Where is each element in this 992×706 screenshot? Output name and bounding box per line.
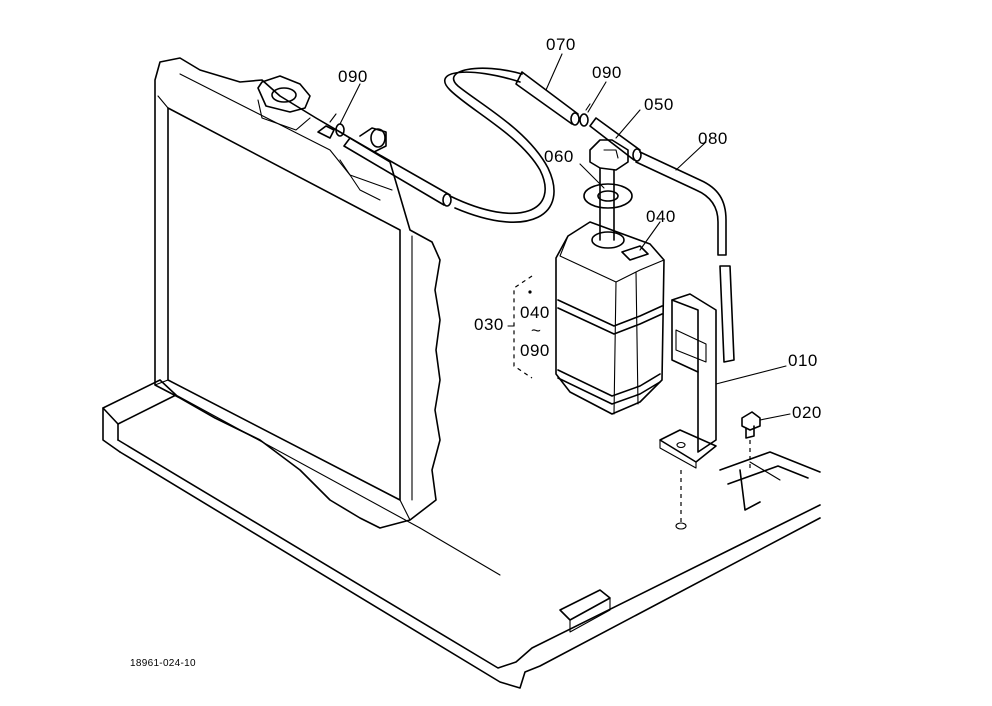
drawing-code: 18961-024-10 [130,658,196,669]
base-frame [102,379,821,689]
callout-080: 080 [698,129,728,148]
callout-050: 050 [644,95,674,114]
callout-040-top: 040 [646,207,676,226]
overflow-hose-loop [443,67,555,223]
radiator [154,57,452,529]
callouts: 090 070 090 050 080 060 040 030 040 ~ 09… [338,35,822,422]
callout-040-range: 040 [520,303,550,322]
callout-070: 070 [546,35,576,54]
mounting-bracket-010 [659,293,717,469]
reservoir-tank [555,221,665,415]
callout-090-left: 090 [338,67,368,86]
callout-090-range: 090 [520,341,550,360]
assembly-bracket [513,275,533,379]
bolt-020 [741,411,761,470]
hose-080 [635,151,735,363]
pipe-050 [589,117,642,162]
leader-lines [339,53,791,421]
callout-010: 010 [788,351,818,370]
hose-070 [515,71,580,126]
callout-030: 030 [474,315,504,334]
reservoir-cap-060 [583,139,633,241]
callout-range-separator: ~ [531,321,541,340]
callout-090-top: 090 [592,63,622,82]
callout-020: 020 [792,403,822,422]
callout-060: 060 [544,147,574,166]
hose-clamp [329,103,591,137]
